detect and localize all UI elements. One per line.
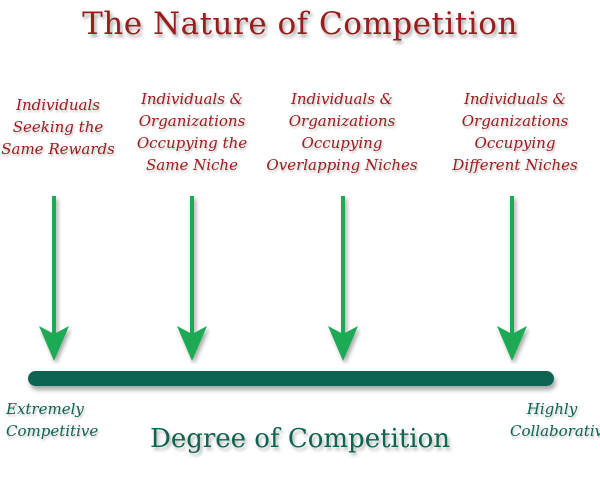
- down-arrow-icon: [177, 196, 207, 361]
- scale-label-extremely-competitive: Extremely Competitive: [6, 400, 99, 440]
- down-arrow-icon: [39, 196, 69, 361]
- down-arrow-icon: [328, 196, 358, 361]
- scale-axis-title: Degree of Competition: [149, 424, 451, 454]
- category-label-different-niches: Individuals & Organizations Occupying Di…: [452, 90, 578, 174]
- competition-scale-bar: [28, 371, 554, 386]
- category-label-same-niche: Individuals & Organizations Occupying th…: [136, 90, 248, 174]
- scale-label-highly-collaborative: Highly Collaborative: [510, 400, 600, 440]
- down-arrow-icon: [497, 196, 527, 361]
- category-label-same-rewards: Individuals Seeking the Same Rewards: [1, 96, 115, 158]
- category-label-overlapping-niches: Individuals & Organizations Occupying Ov…: [266, 90, 418, 174]
- diagram-title: The Nature of Competition: [82, 6, 518, 42]
